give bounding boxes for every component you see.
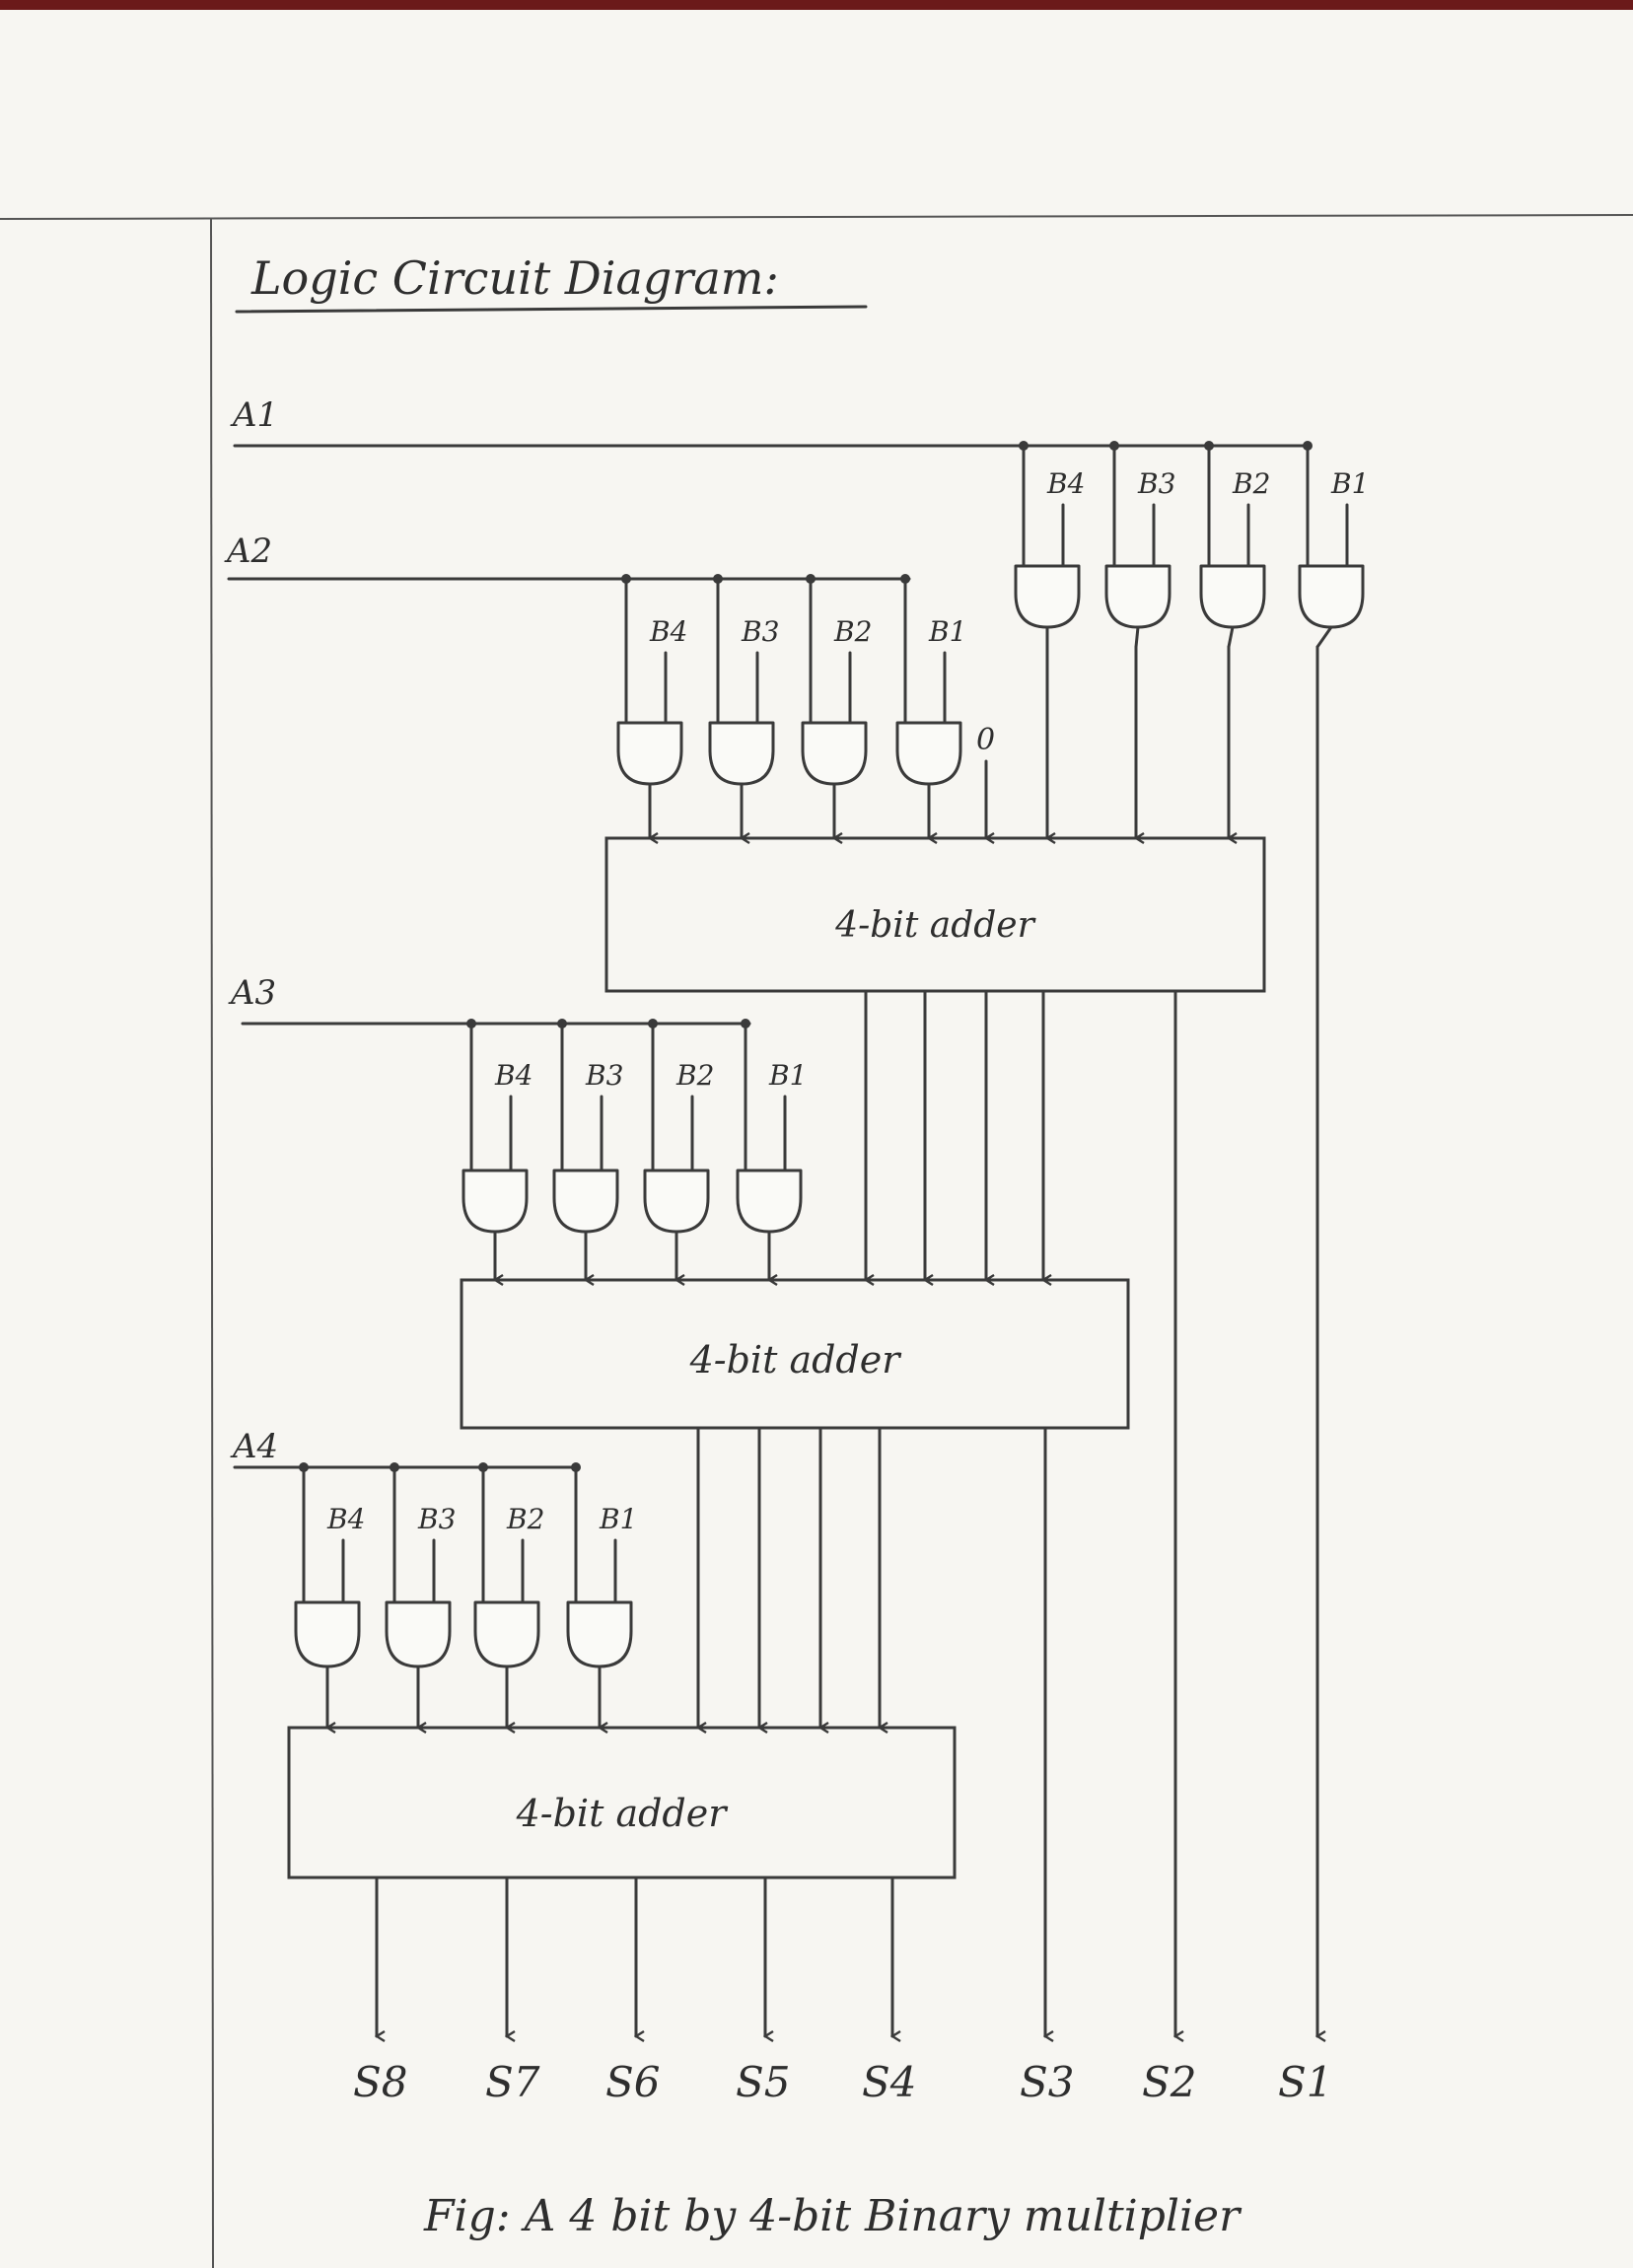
adder-2-label: 4-bit adder <box>689 1338 903 1382</box>
input-label-a4: A4 <box>230 1427 278 1466</box>
output-label: S3 <box>1020 2058 1075 2106</box>
b-input-label: B4 <box>649 615 687 648</box>
and-gate-group: B1 <box>895 574 966 838</box>
and-gate-group: B2 <box>643 1019 714 1280</box>
output-label: S7 <box>485 2058 540 2106</box>
b-input-label: B4 <box>1046 467 1085 500</box>
page-header-rule <box>0 214 1633 220</box>
and-gate-icon <box>294 1600 361 1668</box>
and-gate-group: B1 <box>1298 441 1369 2036</box>
and-gate-group: B3 <box>708 574 779 838</box>
and-gate-icon <box>643 1169 710 1234</box>
b-input-label: B1 <box>1330 467 1369 500</box>
adder-3-label: 4-bit adder <box>516 1792 730 1835</box>
and-gate-icon <box>1014 564 1081 629</box>
and-gate-group: B4 <box>616 574 687 838</box>
and-gate-group: B3 <box>552 1019 623 1280</box>
b-input-label: B2 <box>1232 467 1270 500</box>
adder-3-box <box>287 1726 957 1879</box>
and-gate-group: B4 <box>294 1462 365 1728</box>
input-label-a1: A1 <box>230 395 278 435</box>
zero-input-label: 0 <box>976 723 995 757</box>
b-input-label: B3 <box>585 1059 623 1092</box>
gate-output-bend <box>1315 625 1333 649</box>
output-label: S5 <box>736 2058 791 2106</box>
b-input-label: B4 <box>494 1059 532 1092</box>
input-label-a3: A3 <box>228 973 276 1013</box>
output-label: S1 <box>1278 2058 1333 2106</box>
b-input-label: B1 <box>768 1059 807 1092</box>
b-input-label: B2 <box>833 615 872 648</box>
and-gate-group: B4 <box>1014 441 1085 838</box>
and-gate-icon <box>895 721 962 786</box>
and-gate-icon <box>566 1600 633 1668</box>
and-gate-icon <box>473 1600 540 1668</box>
top-edge <box>0 0 1633 10</box>
gate-output-bend <box>1227 625 1235 649</box>
and-gate-icon <box>801 721 868 786</box>
and-gate-icon <box>708 721 775 786</box>
b-input-label: B1 <box>928 615 966 648</box>
adder-1-box <box>604 836 1266 993</box>
output-label: S8 <box>353 2058 408 2106</box>
b-input-label: B3 <box>741 615 779 648</box>
b-input-label: B2 <box>675 1059 714 1092</box>
page-margin-rule <box>210 218 214 2268</box>
and-gate-group: B3 <box>1104 441 1175 838</box>
and-gate-icon <box>1298 564 1365 629</box>
title-underline <box>235 305 868 314</box>
b-input-label: B3 <box>1137 467 1175 500</box>
figure-caption: Fig: A 4 bit by 4-bit Binary multiplier <box>423 2191 1242 2241</box>
and-gate-icon <box>462 1169 529 1234</box>
b-input-label: B4 <box>326 1503 365 1535</box>
adder-links <box>698 989 1043 1728</box>
and-gate-group: B4 <box>462 1019 532 1280</box>
and-gate-icon <box>736 1169 803 1234</box>
and-gate-group: B2 <box>1199 441 1270 838</box>
b-input-label: B1 <box>599 1503 637 1535</box>
diagram-title: Logic Circuit Diagram: <box>250 251 779 305</box>
and-gate-icon <box>616 721 683 786</box>
adder-2-box <box>460 1278 1130 1430</box>
output-label: S6 <box>605 2058 661 2106</box>
and-gate-group: B1 <box>566 1462 637 1728</box>
and-gate-icon <box>1199 564 1266 629</box>
and-gate-icon <box>385 1600 452 1668</box>
adder-1-label: 4-bit adder <box>834 905 1035 946</box>
and-gate-group: B3 <box>385 1462 456 1728</box>
and-gate-group: B2 <box>801 574 872 838</box>
b-input-label: B2 <box>506 1503 544 1535</box>
and-gate-icon <box>552 1169 619 1234</box>
and-gate-group: B1 <box>736 1019 807 1280</box>
and-gate-icon <box>1104 564 1172 629</box>
input-label-a2: A2 <box>224 532 272 571</box>
outputs: S8 S7 S6 S5 S4 S3 S2 S1 <box>353 989 1333 2106</box>
gate-output-bend <box>1134 625 1140 649</box>
b-input-label: B3 <box>417 1503 456 1535</box>
output-label: S2 <box>1142 2058 1197 2106</box>
and-gate-group: B2 <box>473 1462 544 1728</box>
output-label: S4 <box>862 2058 917 2106</box>
